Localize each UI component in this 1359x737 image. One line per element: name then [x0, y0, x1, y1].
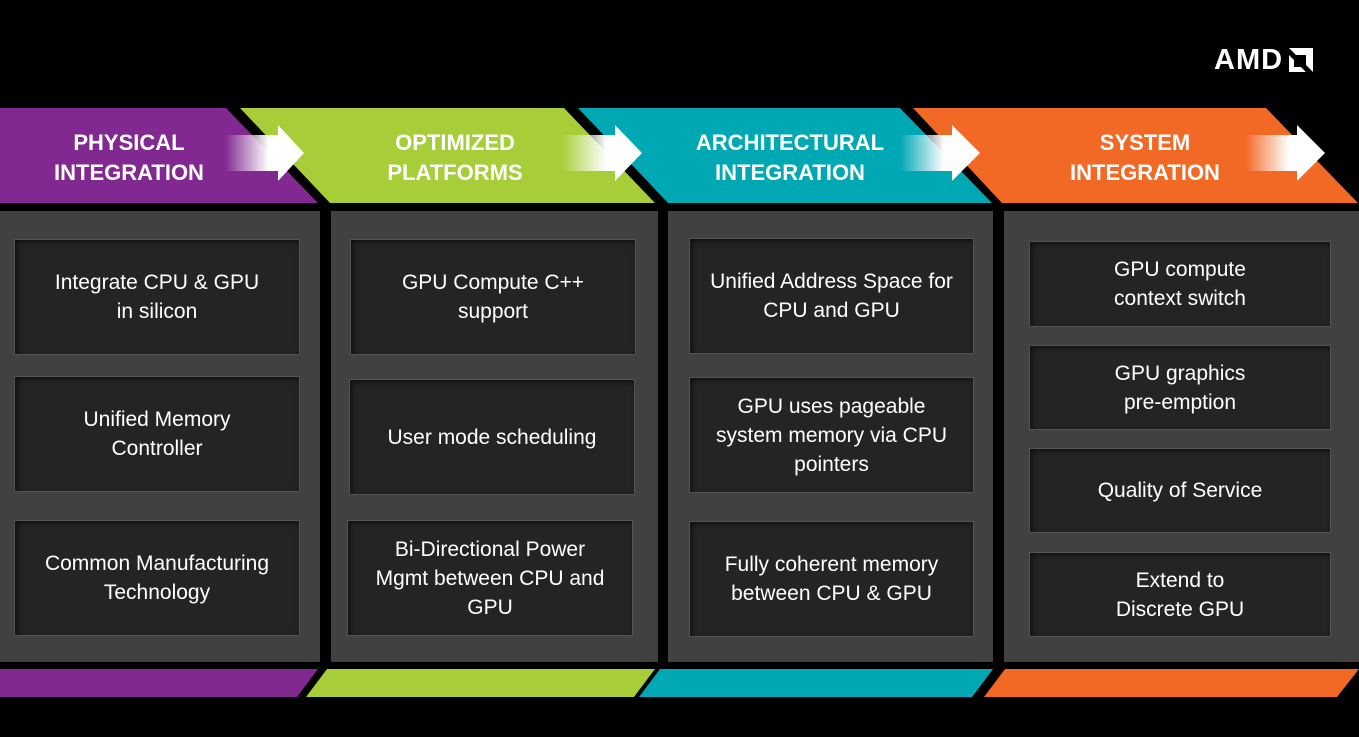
- feature-text: GPU compute context switch: [1114, 258, 1246, 310]
- feature-box: GPU compute context switch: [1029, 241, 1331, 327]
- footer-band-architectural: [639, 669, 993, 697]
- arrow-icon: [225, 125, 304, 181]
- feature-text: Fully coherent memory between CPU & GPU: [724, 553, 939, 605]
- stage-title-line: INTEGRATION: [54, 160, 204, 185]
- feature-text: GPU Compute C++ support: [401, 271, 585, 323]
- stage-title-line: ARCHITECTURAL: [695, 130, 885, 155]
- stage-title-system: SYSTEM INTEGRATION: [1020, 128, 1270, 188]
- stage-panel-optimized: GPU Compute C++ support User mode schedu…: [331, 211, 658, 662]
- feature-text: Unified Address Space for CPU and GPU: [710, 270, 953, 322]
- feature-box: GPU uses pageable system memory via CPU …: [689, 377, 974, 493]
- feature-text: Quality of Service: [1097, 479, 1263, 502]
- stage-title-line: PHYSICAL: [73, 130, 185, 155]
- feature-box: Extend to Discrete GPU: [1029, 552, 1331, 637]
- feature-box: Bi-Directional Power Mgmt between CPU an…: [347, 520, 633, 636]
- feature-box: GPU graphics pre-emption: [1029, 345, 1331, 430]
- logo-text: AMD: [1214, 44, 1284, 76]
- feature-text: Extend to Discrete GPU: [1115, 568, 1245, 621]
- feature-text: Common Manufacturing Technology: [44, 552, 270, 604]
- header-band-system: [913, 108, 1358, 203]
- stage-title-line: SYSTEM: [1099, 130, 1191, 155]
- feature-text: User mode scheduling: [387, 425, 597, 449]
- header-band-optimized: [240, 108, 655, 203]
- stage-panel-architectural: Unified Address Space for CPU and GPU GP…: [668, 211, 993, 662]
- feature-box: Common Manufacturing Technology: [14, 520, 300, 636]
- footer-band-optimized: [306, 669, 655, 697]
- stage-title-physical: PHYSICAL INTEGRATION: [0, 128, 258, 188]
- stage-title-line: OPTIMIZED: [395, 130, 515, 155]
- arrow-icon: [900, 125, 980, 181]
- footer-band-physical: [0, 669, 318, 697]
- feature-box: Fully coherent memory between CPU & GPU: [689, 521, 974, 637]
- amd-arrow-icon: [1289, 48, 1314, 72]
- stage-title-architectural: ARCHITECTURAL INTEGRATION: [665, 128, 915, 188]
- stage-title-line: PLATFORMS: [387, 160, 523, 185]
- feature-box: User mode scheduling: [349, 379, 635, 495]
- feature-text: Unified Memory Controller: [83, 408, 231, 460]
- stage-title-optimized: OPTIMIZED PLATFORMS: [330, 128, 580, 188]
- stage-title-line: INTEGRATION: [1070, 160, 1220, 185]
- amd-logo: AMD: [1214, 44, 1315, 76]
- feature-text: GPU uses pageable system memory via CPU …: [715, 394, 948, 476]
- feature-box: Quality of Service: [1029, 448, 1331, 533]
- stage-panel-physical: Integrate CPU & GPU in silicon Unified M…: [0, 211, 320, 662]
- feature-text: Integrate CPU & GPU in silicon: [54, 271, 260, 323]
- feature-box: Unified Address Space for CPU and GPU: [689, 238, 974, 354]
- arrow-icon: [562, 125, 642, 181]
- feature-box: Unified Memory Controller: [14, 376, 300, 492]
- stage-panel-system: GPU compute context switch GPU graphics …: [1004, 211, 1359, 662]
- header-band-architectural: [578, 108, 992, 203]
- feature-box: Integrate CPU & GPU in silicon: [14, 239, 300, 355]
- feature-text: Bi-Directional Power Mgmt between CPU an…: [375, 537, 605, 619]
- stage-title-line: INTEGRATION: [715, 160, 865, 185]
- feature-text: GPU graphics pre-emption: [1114, 361, 1246, 414]
- arrow-icon: [1245, 125, 1325, 181]
- footer-band-system: [984, 669, 1359, 697]
- header-band-physical: [0, 108, 318, 203]
- feature-box: GPU Compute C++ support: [350, 239, 636, 355]
